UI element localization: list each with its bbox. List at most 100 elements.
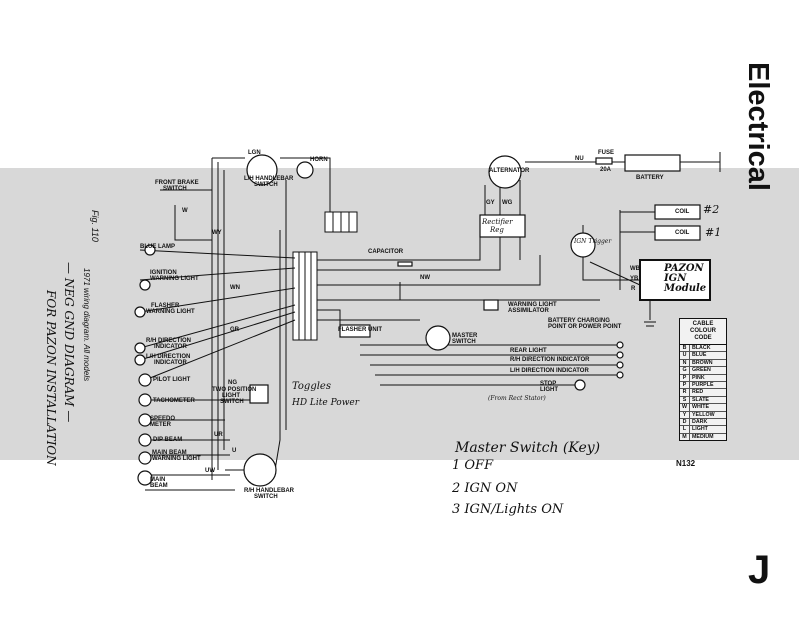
wire-ng: NG [228,380,237,386]
horn-label: HORN [310,157,328,163]
master-legend-2: 2 IGN ON [452,481,518,496]
wire-nu: NU [575,156,584,162]
battery [624,154,681,172]
colour-code-value: DARK [692,419,708,426]
colour-code-value: BLACK [692,345,711,351]
colour-code-value: BLUE [692,352,707,359]
rh-handlebar-switch [243,453,277,487]
flasher-unit [339,324,371,338]
figure-number: Fig. 110 [90,210,100,242]
wire-gy: GY [486,200,495,206]
fuse [595,157,613,165]
fuse-rating: 20A [600,167,612,173]
two-position-switch [249,384,269,404]
hd-lite-note: HD Lite Power [292,398,360,408]
coil-1 [654,225,701,241]
wire-r: R [631,286,636,292]
rh-dir-rear-label: R/H DIRECTION INDICATOR [510,357,590,363]
toggles-note: Toggles [292,381,331,392]
wire-wg: WG [502,200,513,206]
coil-1-note: #1 [705,226,722,239]
flasher-unit-label: FLASHER UNIT [338,327,382,333]
colour-code-key: D [680,419,690,426]
colour-code-value: YELLOW [692,411,715,418]
warning-assimilator [483,299,499,311]
coil-2 [654,204,701,220]
colour-code-key: M [680,433,690,441]
coil-b-label: COIL [675,230,690,236]
colour-code-value: PURPLE [692,382,714,389]
colour-code-key: N [680,359,690,367]
master-switch [425,325,451,351]
wire-ur: UR [214,432,223,438]
lh-handlebar-switch [246,154,278,186]
fuse-label: FUSE [598,150,615,156]
colour-code-key: L [680,426,690,433]
master-legend-3: 3 IGN/Lights ON [452,502,564,517]
wire-u: U [232,448,237,454]
cable-colour-code-title: CABLE COLOUR CODE [680,319,726,345]
capacitor [397,261,413,267]
master-legend-1: 1 OFF [452,458,494,473]
figure-code: N132 [676,459,696,468]
wire-yb: YB [630,276,639,282]
colour-code-key: P [680,382,690,389]
colour-code-key: R [680,389,690,396]
colour-code-key: W [680,404,690,411]
dip-beam-label: DIP BEAM [153,437,183,443]
colour-code-key: P [680,374,690,382]
wire-w: W [182,208,188,214]
wire-wb: WB [630,266,640,272]
colour-code-key: B [680,345,690,352]
ign-trigger-note: IGN Trigger [574,238,612,245]
coil-a-label: COIL [675,209,690,215]
wire-lgn: LGN [248,150,261,156]
ign-trigger [570,232,596,258]
colour-code-value: PINK [692,374,705,381]
pilot-light-label: PILOT LIGHT [153,377,191,383]
colour-code-key: Y [680,411,690,419]
colour-code-key: G [680,367,690,374]
colour-code-key: S [680,396,690,404]
colour-code-key: U [680,352,690,359]
pazon-install-title: FOR PAZON INSTALLATION [44,290,58,466]
capacitor-label: CAPACITOR [368,249,404,255]
coil-2-note: #2 [703,203,720,216]
colour-code-value: GREEN [692,367,711,374]
colour-code-value: LIGHT [692,426,708,433]
page-title: Electrical [742,62,774,191]
rear-note: (From Rect Stator) [488,395,546,402]
wire-uw: UW [205,468,215,474]
alternator [488,155,522,189]
wire-wn: WN [230,285,240,291]
rectifier-regulator [479,214,526,238]
blue-lamp-label: BLUE LAMP [140,244,175,250]
horn [296,161,314,179]
